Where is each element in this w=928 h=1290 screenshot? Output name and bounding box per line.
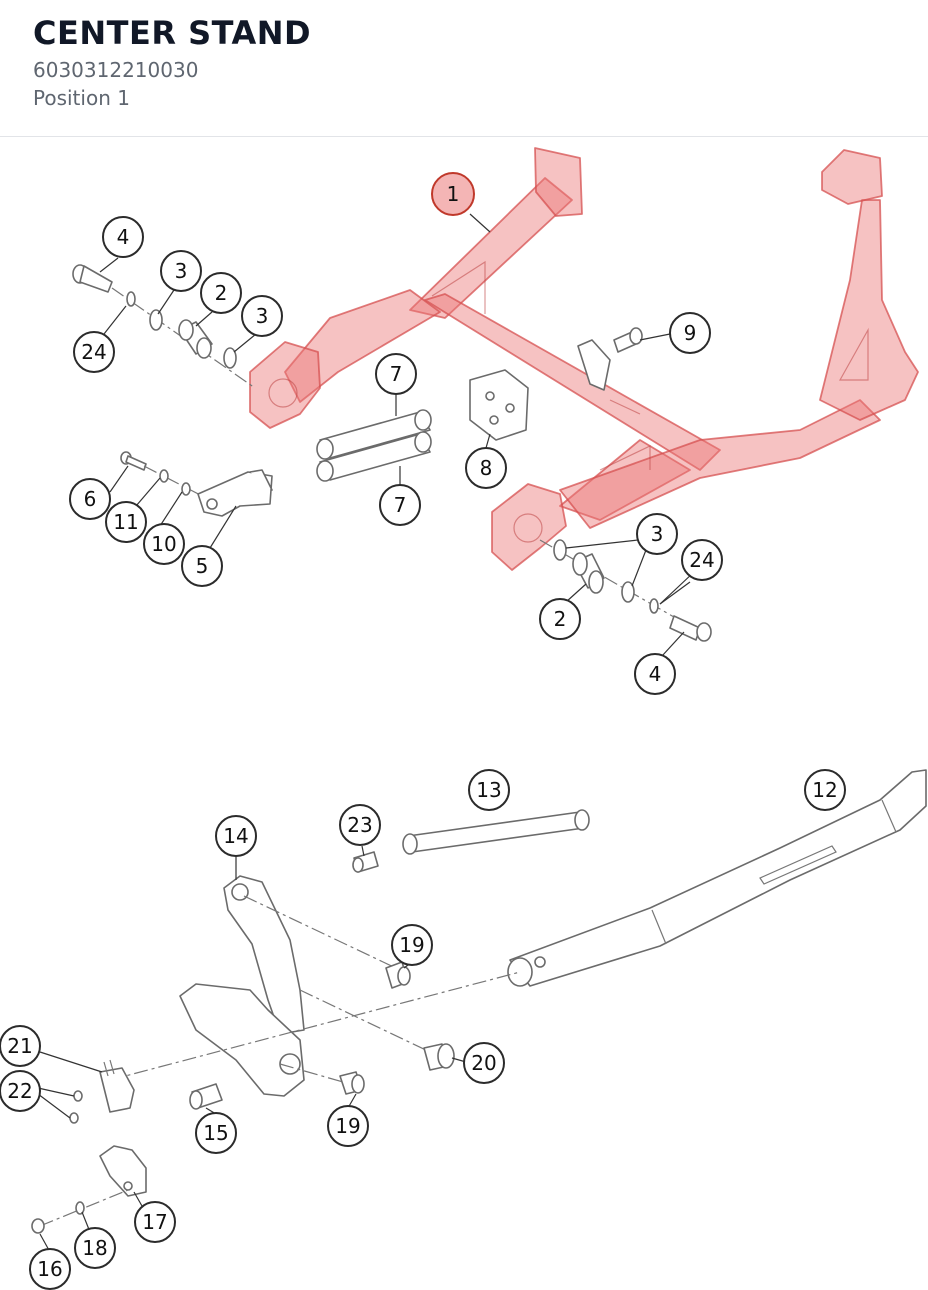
svg-text:19: 19 [399, 933, 424, 957]
callout-2-lower[interactable]: 2 [539, 598, 581, 640]
bushing-2-right[interactable] [572, 552, 605, 594]
svg-text:14: 14 [223, 824, 248, 848]
svg-text:3: 3 [651, 522, 664, 546]
bolt-9[interactable] [613, 327, 643, 353]
bolt-19-lower[interactable] [339, 1071, 365, 1095]
side-stand-12[interactable] [507, 769, 927, 987]
svg-text:6: 6 [84, 487, 97, 511]
ring-3-right-a[interactable] [553, 539, 567, 561]
callout-1-label: 1 [447, 182, 460, 206]
bracket-8[interactable] [469, 369, 529, 441]
callout-12[interactable]: 12 [804, 769, 846, 811]
bolt-4-left[interactable] [72, 264, 113, 293]
callout-3-lower[interactable]: 3 [636, 513, 678, 555]
svg-text:7: 7 [390, 362, 403, 386]
washer-11[interactable] [159, 469, 169, 483]
svg-text:7: 7 [394, 493, 407, 517]
bushing-2-left[interactable] [178, 319, 213, 359]
svg-text:5: 5 [196, 554, 209, 578]
svg-text:9: 9 [684, 321, 697, 345]
ring-3-right-b[interactable] [621, 581, 635, 603]
svg-text:13: 13 [476, 778, 501, 802]
pin-15[interactable] [189, 1083, 223, 1110]
svg-text:18: 18 [82, 1236, 107, 1260]
switch-bracket-5[interactable] [197, 469, 273, 517]
plug-23[interactable] [352, 851, 379, 873]
callout-5[interactable]: 5 [181, 545, 223, 587]
bushing-20[interactable] [423, 1043, 455, 1071]
nut-16[interactable] [31, 1218, 45, 1234]
callout-8[interactable]: 8 [465, 447, 507, 489]
ring-3-left-a[interactable] [149, 309, 163, 331]
callout-15[interactable]: 15 [195, 1112, 237, 1154]
callout-13[interactable]: 13 [468, 769, 510, 811]
callout-19-upper[interactable]: 19 [391, 924, 433, 966]
svg-text:4: 4 [117, 225, 130, 249]
tab-bracket [577, 339, 611, 391]
callout-22[interactable]: 22 [0, 1070, 41, 1112]
callout-14[interactable]: 14 [215, 815, 257, 857]
callout-17[interactable]: 17 [134, 1201, 176, 1243]
svg-text:2: 2 [554, 607, 567, 631]
part-number: 6030312210030 [33, 58, 199, 82]
svg-text:11: 11 [113, 510, 138, 534]
svg-text:3: 3 [175, 259, 188, 283]
callout-23[interactable]: 23 [339, 804, 381, 846]
callout-10[interactable]: 10 [143, 523, 185, 565]
callout-3-upper-a[interactable]: 3 [160, 250, 202, 292]
callout-21[interactable]: 21 [0, 1025, 41, 1067]
callout-1[interactable]: 1 [431, 172, 475, 216]
spring-7-lower[interactable] [316, 431, 432, 482]
svg-text:22: 22 [7, 1079, 32, 1103]
cover-17[interactable] [99, 1145, 147, 1197]
svg-text:12: 12 [812, 778, 837, 802]
svg-text:4: 4 [649, 662, 662, 686]
svg-text:16: 16 [37, 1257, 62, 1281]
svg-text:3: 3 [256, 304, 269, 328]
callout-20[interactable]: 20 [463, 1042, 505, 1084]
callout-9[interactable]: 9 [669, 312, 711, 354]
callout-24-upper[interactable]: 24 [73, 331, 115, 373]
svg-text:17: 17 [142, 1210, 167, 1234]
svg-text:24: 24 [689, 548, 714, 572]
callout-16[interactable]: 16 [29, 1248, 71, 1290]
callout-24-lower[interactable]: 24 [681, 539, 723, 581]
page-header: CENTER STAND 6030312210030 Position 1 [0, 0, 928, 137]
callout-7-lower[interactable]: 7 [379, 484, 421, 526]
svg-text:20: 20 [471, 1051, 496, 1075]
bolt-19-upper[interactable] [385, 961, 411, 989]
callout-11[interactable]: 11 [105, 501, 147, 543]
spring-7-upper[interactable] [316, 409, 432, 460]
svg-text:10: 10 [151, 532, 176, 556]
ring-3-left-b[interactable] [223, 347, 237, 369]
svg-text:15: 15 [203, 1121, 228, 1145]
washer-24-left[interactable] [126, 291, 136, 307]
svg-text:21: 21 [7, 1034, 32, 1058]
washer-24-right[interactable] [649, 598, 659, 614]
callout-18[interactable]: 18 [74, 1227, 116, 1269]
switch-21[interactable] [99, 1059, 135, 1113]
callout-4-lower[interactable]: 4 [634, 653, 676, 695]
center-stand-part[interactable] [249, 147, 919, 571]
callout-3-upper-b[interactable]: 3 [241, 295, 283, 337]
spring-13[interactable] [402, 809, 590, 855]
svg-text:24: 24 [81, 340, 106, 364]
washer-10[interactable] [181, 482, 191, 496]
callout-4-upper[interactable]: 4 [102, 216, 144, 258]
page-title: CENTER STAND [33, 14, 312, 52]
screw-6[interactable] [120, 451, 147, 471]
washer-18[interactable] [75, 1201, 85, 1215]
position-label: Position 1 [33, 86, 130, 110]
svg-text:19: 19 [335, 1114, 360, 1138]
leader-lines [37, 213, 695, 1253]
callout-7-upper[interactable]: 7 [375, 353, 417, 395]
callout-19-lower[interactable]: 19 [327, 1105, 369, 1147]
callout-2-upper[interactable]: 2 [200, 272, 242, 314]
svg-text:8: 8 [480, 456, 493, 480]
callout-6[interactable]: 6 [69, 478, 111, 520]
bolt-4-right[interactable] [669, 615, 712, 642]
svg-text:2: 2 [215, 281, 228, 305]
svg-text:23: 23 [347, 813, 372, 837]
